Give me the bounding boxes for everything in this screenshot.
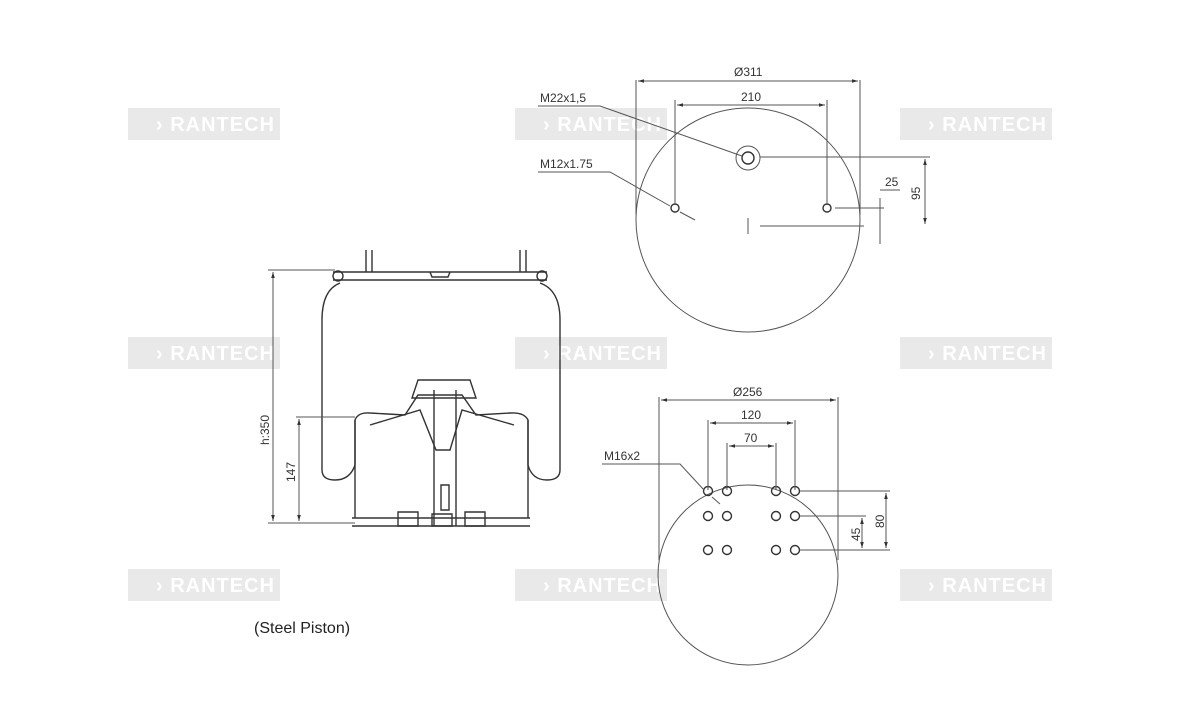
dim-top-offset-25: 25 — [885, 175, 899, 189]
watermark-box — [900, 108, 1052, 140]
side-view-dimensions: h:350 147 — [258, 269, 355, 524]
watermarks: › RANTECH ‹ › RANTECH ‹ › RANTECH ‹ › RANTE… — [128, 108, 1061, 601]
watermark-box — [128, 108, 280, 140]
watermark-text: › RANTECH ‹ — [543, 343, 676, 365]
dim-bottom-offset-45: 45 — [849, 527, 863, 541]
dim-piston-height: 147 — [284, 462, 298, 482]
label-air-fitting: M22x1,5 — [540, 91, 586, 105]
side-view-air-spring — [321, 250, 561, 527]
bottom-plate-view: Ø256 120 70 80 45 M16x2 — [602, 385, 890, 666]
watermark-box — [900, 337, 1052, 369]
label-stud-thread: M12x1.75 — [540, 157, 593, 171]
mounting-hole — [721, 510, 733, 522]
dim-top-offset-95: 95 — [909, 186, 923, 200]
watermark-text: › RANTECH ‹ — [156, 575, 289, 597]
top-plate-view: Ø311 210 25 95 M22x1,5 M12x1.75 — [538, 65, 930, 333]
mounting-hole — [770, 544, 782, 556]
watermark-box — [128, 569, 280, 601]
watermark-text: › RANTECH ‹ — [156, 114, 289, 136]
mounting-hole — [702, 510, 714, 522]
dim-stud-spacing: 210 — [741, 90, 761, 104]
watermark-box — [515, 337, 667, 369]
dim-top-diameter: Ø311 — [734, 65, 763, 79]
watermark-text: › RANTECH ‹ — [928, 575, 1061, 597]
dim-bottom-diameter: Ø256 — [733, 385, 763, 399]
caption-steel-piston: (Steel Piston) — [254, 620, 351, 637]
watermark-text: › RANTECH ‹ — [928, 114, 1061, 136]
dim-height: h:350 — [258, 415, 272, 445]
mounting-hole — [702, 544, 714, 556]
watermark-text: › RANTECH ‹ — [543, 575, 676, 597]
watermark-box — [515, 569, 667, 601]
watermark-text: › RANTECH ‹ — [156, 343, 289, 365]
watermark-text: › RANTECH ‹ — [928, 343, 1061, 365]
watermark-box — [515, 108, 667, 140]
mounting-hole — [770, 510, 782, 522]
mounting-hole — [721, 544, 733, 556]
label-bottom-thread: M16x2 — [604, 449, 640, 463]
dim-bottom-offset-80: 80 — [873, 514, 887, 528]
watermark-text: › RANTECH ‹ — [543, 114, 676, 136]
dim-spacing-outer: 120 — [741, 408, 761, 422]
watermark-box — [128, 337, 280, 369]
watermark-box — [900, 569, 1052, 601]
mounting-hole — [789, 510, 801, 522]
mounting-hole — [789, 544, 801, 556]
dim-spacing-inner: 70 — [744, 431, 758, 445]
